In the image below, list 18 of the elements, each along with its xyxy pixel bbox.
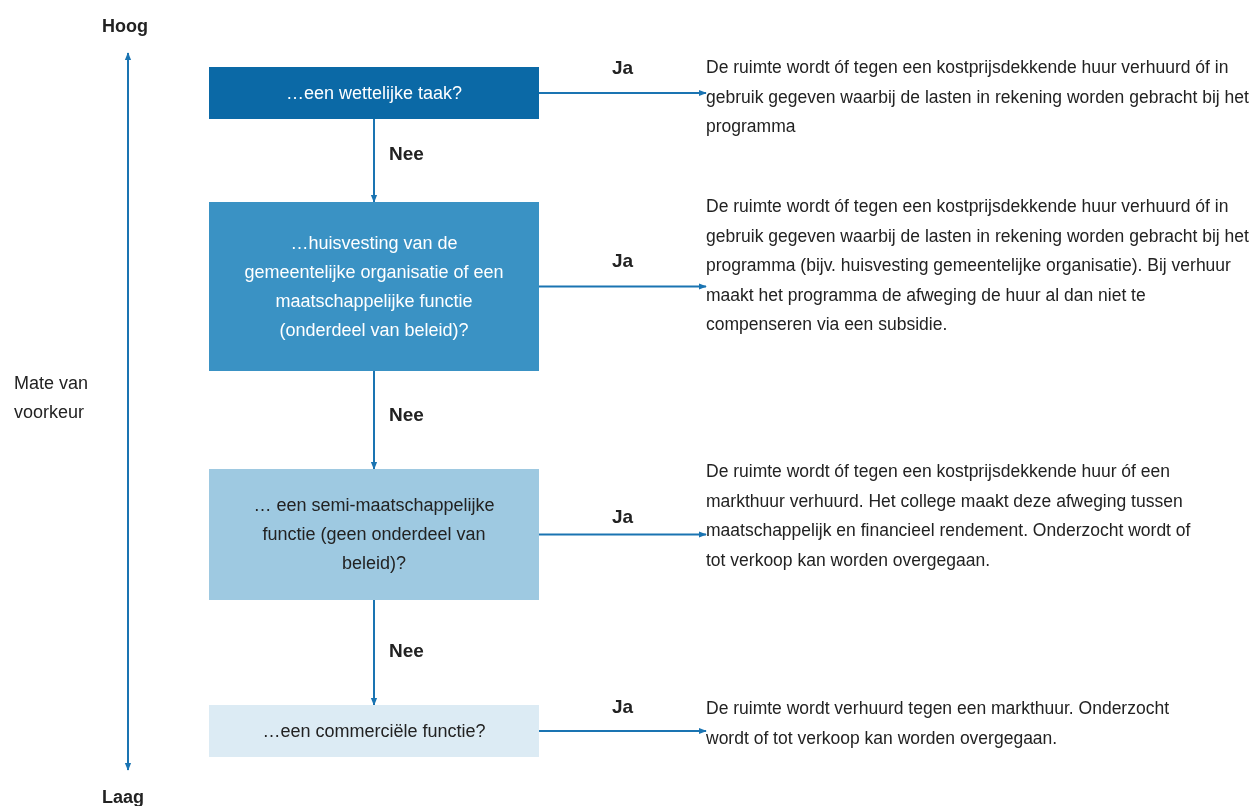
axis-label: Mate van voorkeur (14, 372, 90, 424)
arrow (370, 599, 378, 706)
outcome-text: De ruimte wordt óf tegen een kostprijsdekkende huur óf een markthuur verhuurd. Het college maakt deze afweging tussen maatschappelijk en financieel rendement. Onderzocht wordt of tot verkoop kan worden overgegaan. (706, 457, 1206, 607)
arrow (538, 89, 707, 97)
scale-end-label: Hoog (102, 15, 148, 38)
arrow (538, 727, 707, 735)
question-box: …een commerciële functie? (209, 705, 539, 757)
arrow (538, 531, 707, 538)
outcome-text: De ruimte wordt óf tegen een kostprijsdekkende huur verhuurd óf in gebruik gegeven waarbij de lasten in rekening worden gebracht bij het programma (bijv. huisvesting gemeentelijke organisatie). Bij verhuur maakt het programma de afweging de huur al dan niet te compenseren via een subsidie. (706, 192, 1250, 372)
question-box: …een wettelijke taak? (209, 67, 539, 119)
arrow (538, 283, 707, 290)
outcome-text: De ruimte wordt verhuurd tegen een markthuur. Onderzocht wordt of tot verkoop kan worden overgegaan. (706, 694, 1206, 784)
outcome-text: De ruimte wordt óf tegen een kostprijsdekkende huur verhuurd óf in gebruik gegeven waarbij de lasten in rekening worden gebracht bij het programma (706, 53, 1250, 143)
scale-end-label: Laag (102, 786, 144, 806)
arrow (370, 370, 378, 470)
arrow (370, 118, 378, 203)
question-box: …huisvesting van de gemeentelijke organisatie of een maatschappelijke functie (onderdeel van beleid)? (209, 202, 539, 371)
question-box: … een semi-maatschappelijke functie (geen onderdeel van beleid)? (209, 469, 539, 600)
